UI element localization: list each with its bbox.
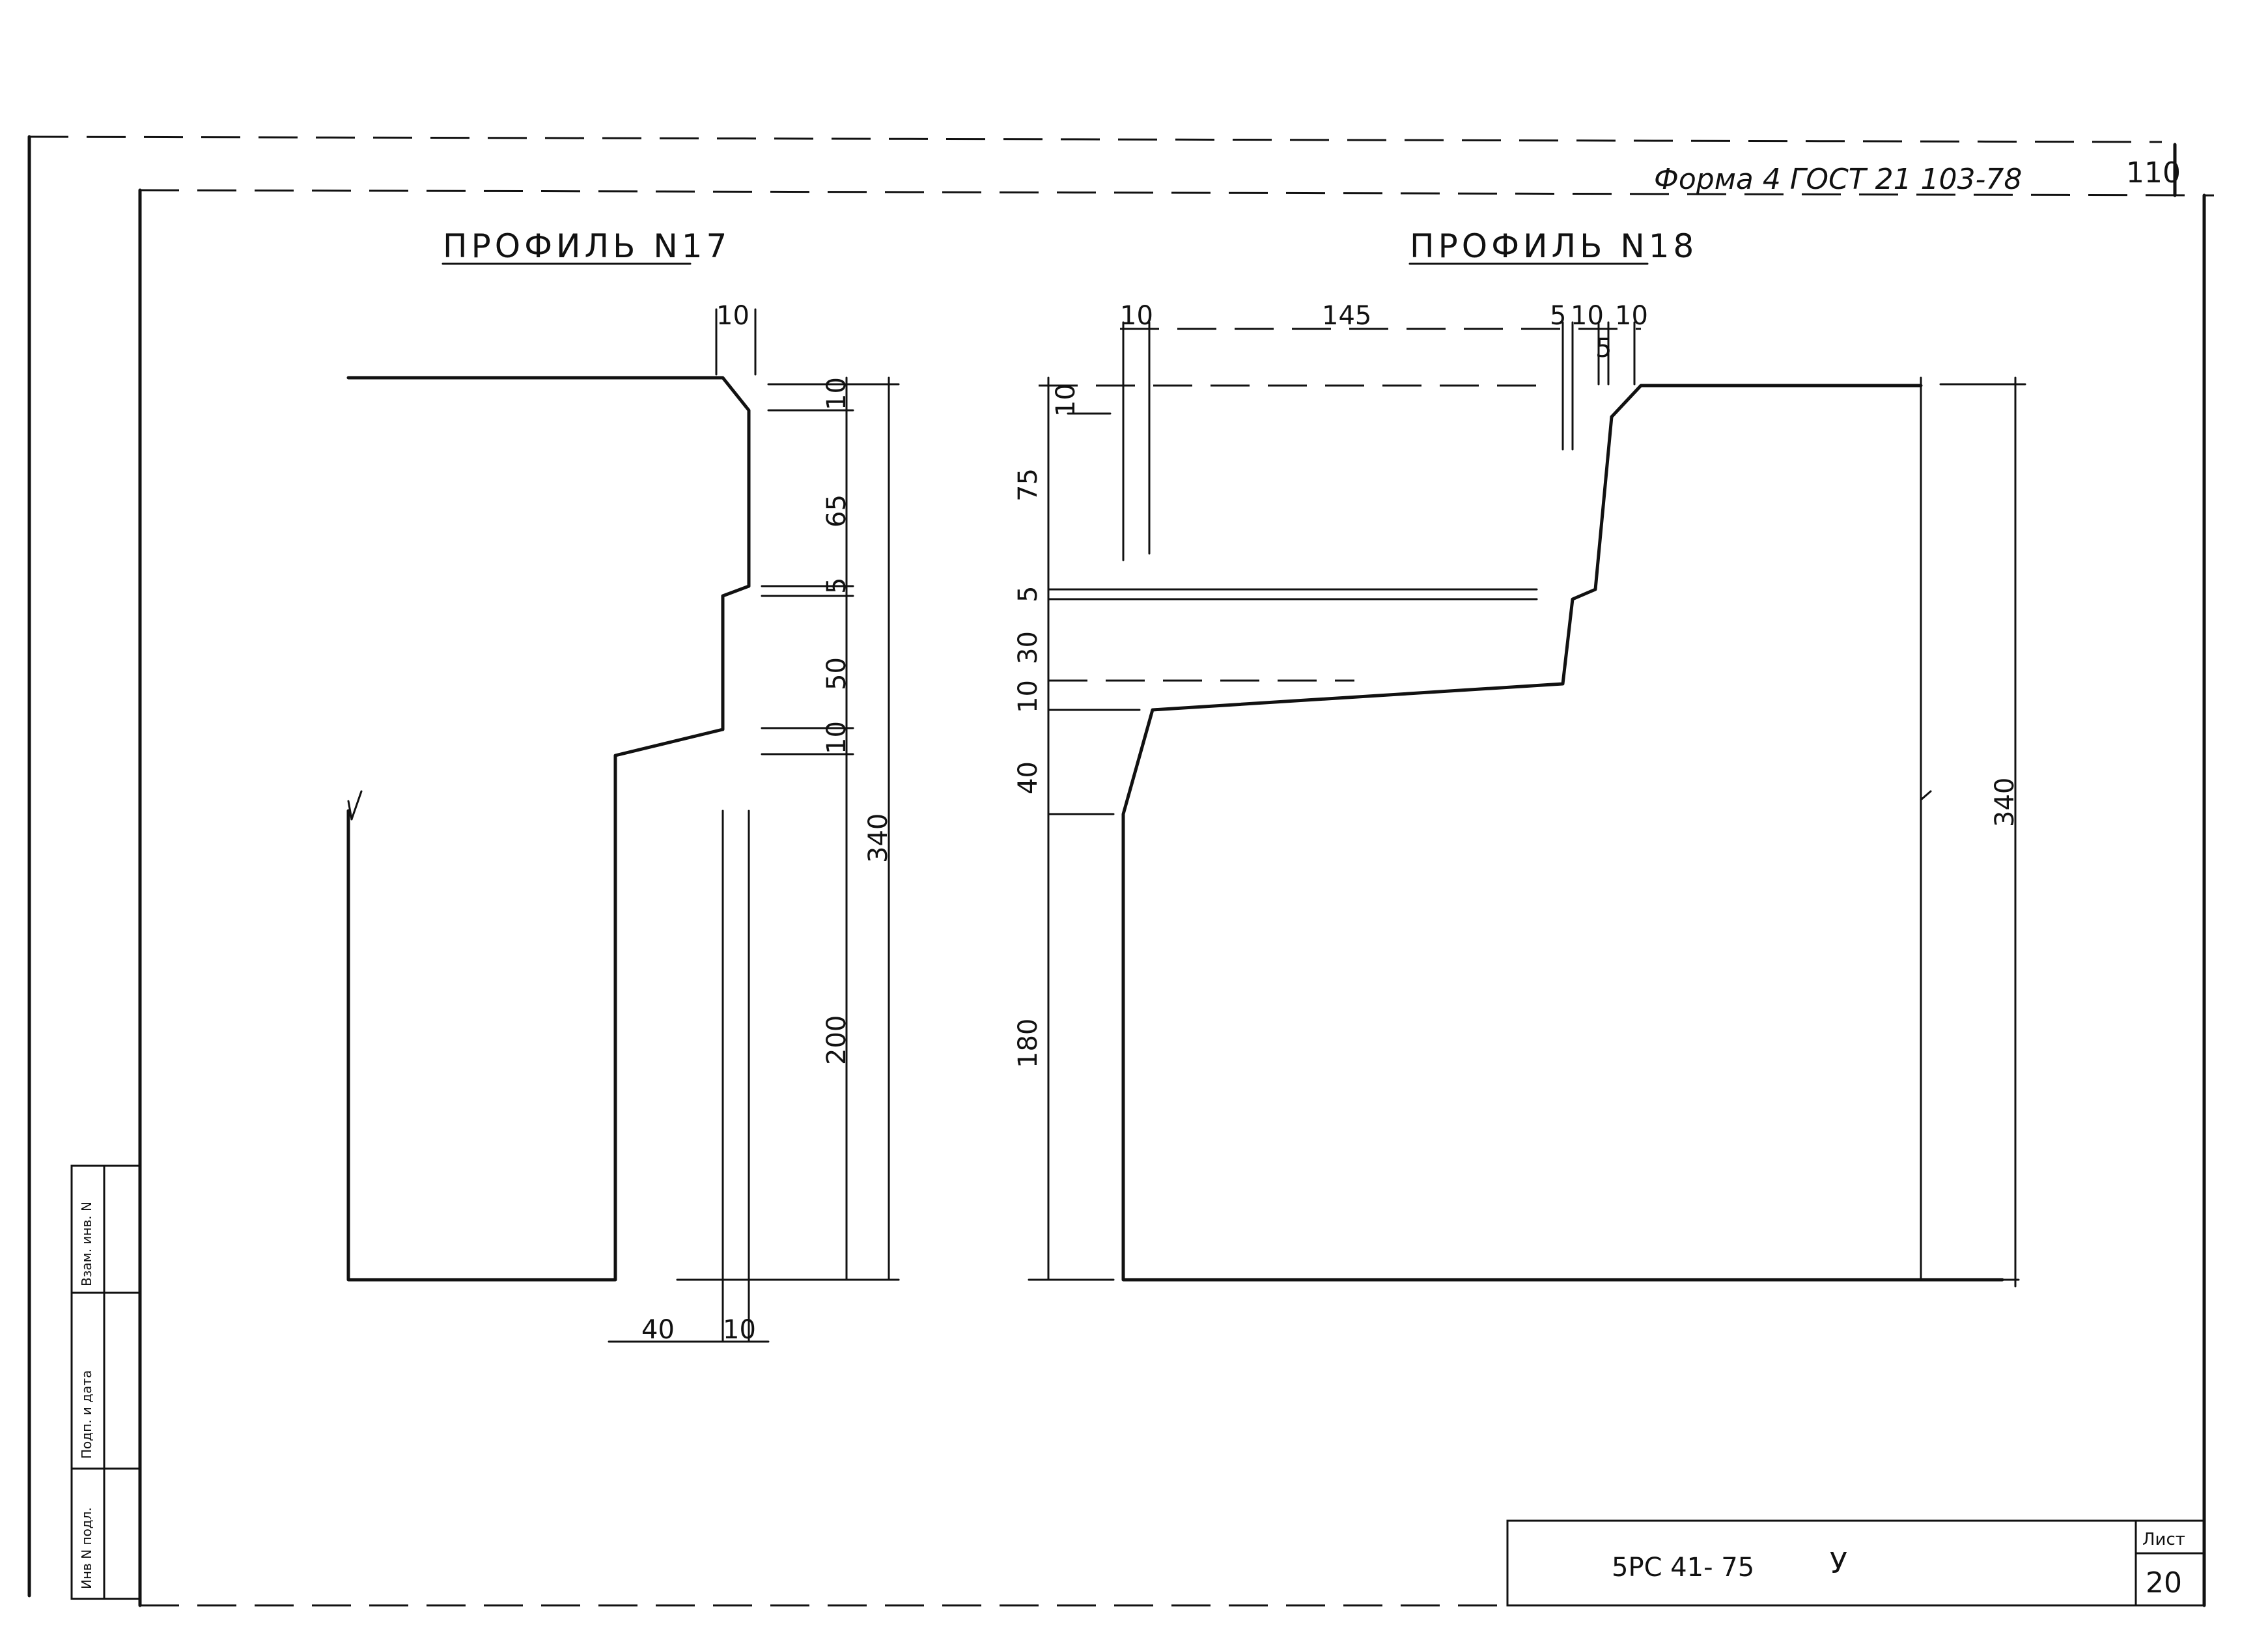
p18-dim-top-a: 5 [1550,301,1566,331]
title-block: 5РС 41- 75 У Лист 20 [1506,1519,2205,1607]
p17-dim-bottom-a: 40 [641,1315,675,1345]
sheet-label: Лист [2142,1530,2185,1549]
p18-dim-left-mid: 10 [1013,680,1043,713]
profile-18-outline [1121,384,2004,1282]
sheet-number: 20 [2146,1566,2182,1600]
p18-dim-left-top: 10 [1051,384,1081,417]
side-stamp: Инв N подл. Подп. и дата Взам. инв. N [70,1164,141,1600]
p17-dim-slope-height: 10 [822,721,852,754]
p18-dim-left-lower: 180 [1013,1019,1043,1068]
p17-dim-total-height: 340 [863,813,893,863]
p18-dim-top-length: 145 [1322,301,1371,331]
p18-dim-total-height: 340 [1990,778,2020,827]
outer-frame [27,135,2177,1598]
side-stamp-cell-3: Взам. инв. N [79,1202,94,1286]
p18-dim-top-left: 10 [1120,301,1153,331]
p18-dim-left-upper: 75 [1013,468,1043,501]
document-variant: У [1830,1547,1847,1580]
document-code: 5РС 41- 75 [1612,1553,1754,1583]
profile-18: ПРОФИЛЬ N18 10 145 5 10 10 5 [1013,227,2026,1288]
p18-dim-top-step: 5 [1595,333,1612,363]
p17-dim-upper-segment: 65 [822,494,852,528]
p18-dim-top-c: 10 [1615,301,1648,331]
p17-dim-chamfer: 10 [822,377,852,410]
inner-frame [138,188,2215,1607]
p18-dim-left-lower-slope: 40 [1013,761,1043,795]
p18-dim-left-step: 5 [1013,586,1043,602]
profile-17-outline [346,376,751,1282]
p18-dim-top-b: 10 [1571,301,1604,331]
profile-18-title: ПРОФИЛЬ N18 [1410,227,1698,265]
side-stamp-cell-2: Подп. и дата [79,1370,94,1459]
profile-17: ПРОФИЛЬ N17 10 10 65 5 50 10 200 340 40 [346,227,900,1345]
p17-dim-top-width: 10 [716,301,749,331]
page-number: 110 [2126,156,2181,190]
form-reference-text: Форма 4 ГОСТ 21 103-78 [1654,163,2022,196]
p17-dim-step: 5 [822,578,852,594]
p17-dim-lower-segment: 200 [822,1015,852,1065]
p18-dim-left-slope: 30 [1013,631,1043,664]
p17-dim-middle-segment: 50 [822,657,852,690]
side-stamp-cell-1: Инв N подл. [79,1507,94,1589]
profile-17-title: ПРОФИЛЬ N17 [443,227,731,265]
p17-dim-bottom-b: 10 [723,1315,756,1345]
